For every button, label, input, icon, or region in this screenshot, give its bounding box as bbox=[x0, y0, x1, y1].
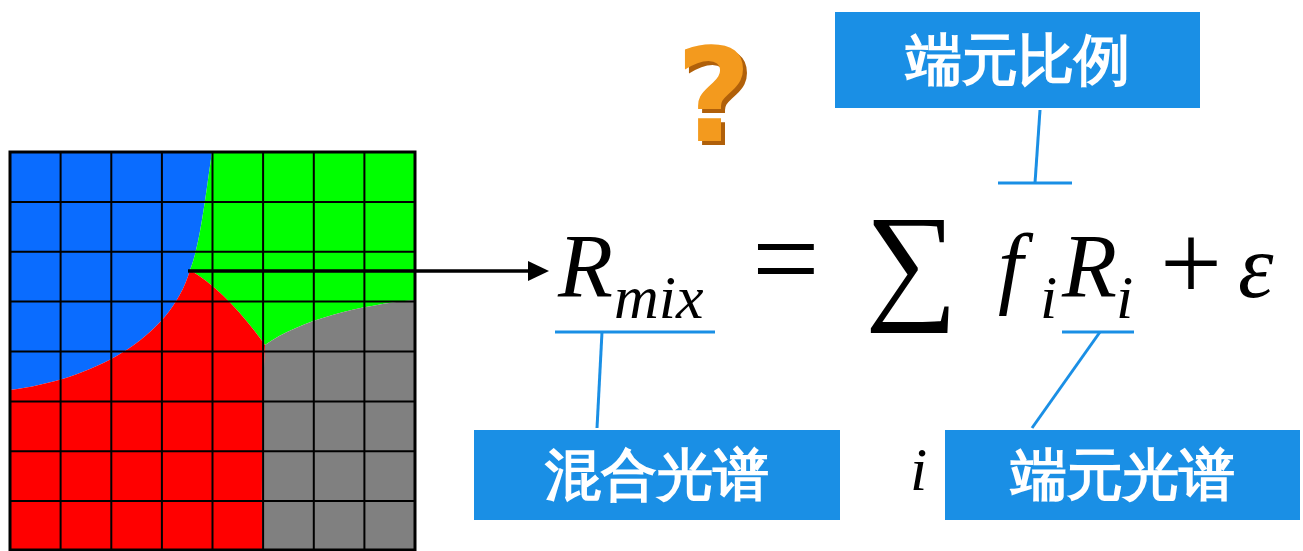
red-region bbox=[10, 270, 265, 550]
callout-box: 端元比例 bbox=[835, 12, 1200, 108]
gray-region bbox=[262, 300, 415, 550]
formula-subscript: mix bbox=[614, 266, 704, 328]
grid-border bbox=[10, 152, 415, 550]
pixel-grid bbox=[10, 152, 415, 550]
callout-text: 端元比例 bbox=[906, 29, 1130, 91]
formula-symbol: R bbox=[1062, 222, 1117, 312]
leader-line bbox=[1035, 110, 1040, 183]
leader-lines bbox=[555, 110, 1134, 428]
formula-symbol: f bbox=[998, 222, 1023, 312]
question-mark: ? bbox=[676, 31, 751, 161]
leader-line bbox=[597, 332, 602, 428]
formula-subscript: i bbox=[1040, 266, 1057, 328]
callout-text: 混合光谱 bbox=[545, 444, 769, 506]
leader-line bbox=[1032, 332, 1100, 428]
pixel-map bbox=[10, 152, 415, 550]
pointer-arrow-line bbox=[188, 269, 532, 273]
bracket-bar bbox=[555, 331, 715, 334]
callout-text: 端元光谱 bbox=[1011, 444, 1235, 506]
callout-box: 混合光谱 bbox=[474, 430, 840, 520]
formula-symbol: R bbox=[558, 222, 613, 312]
formula-operator: = bbox=[752, 199, 820, 319]
callout-box: 端元光谱 bbox=[945, 430, 1300, 520]
pointer-arrow-head bbox=[528, 261, 549, 281]
formula-operator: + bbox=[1160, 208, 1222, 318]
formula-symbol: ε bbox=[1238, 222, 1273, 312]
summation-sign: ∑ bbox=[865, 196, 958, 326]
summation-index: i bbox=[910, 438, 927, 500]
formula-subscript: i bbox=[1116, 266, 1133, 328]
